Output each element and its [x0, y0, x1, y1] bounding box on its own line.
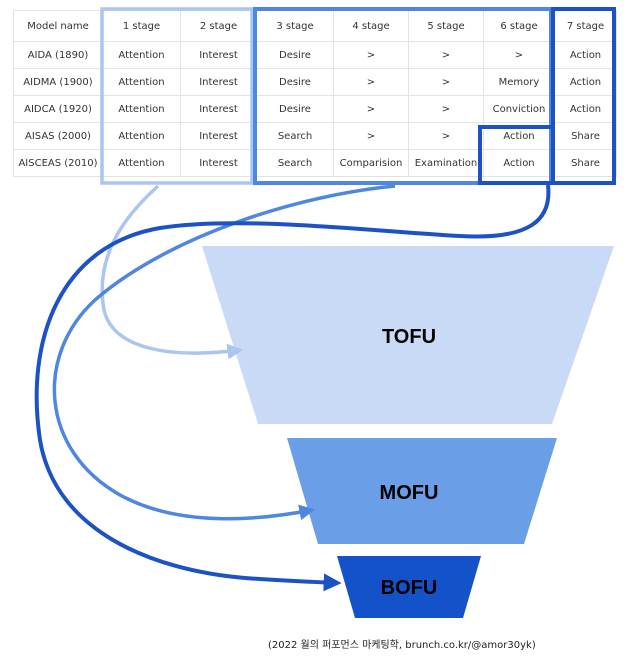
bofu-connector-arrow [34, 184, 551, 592]
table-cell: Desire [256, 68, 334, 96]
tofu-connector-arrow [100, 184, 244, 360]
action-stage-box [551, 7, 616, 185]
table-header-row: Model name 1 stage 2 stage 3 stage 4 sta… [13, 10, 617, 42]
table-cell: Interest [180, 122, 257, 150]
bofu-tier [337, 556, 481, 618]
table-cell: Attention [102, 95, 181, 123]
table-cell: Examination [408, 149, 484, 177]
table-cell: > [408, 95, 484, 123]
tofu-label: TOFU [382, 326, 436, 348]
table-row: AIDMA (1900) Attention Interest Desire >… [13, 68, 617, 96]
tofu-tier [202, 246, 614, 424]
table-cell: Action [554, 41, 617, 69]
header-stage-5: 5 stage [408, 10, 484, 42]
mofu-label: MOFU [380, 482, 439, 504]
table-cell: Attention [102, 149, 181, 177]
table-cell: Comparision [333, 149, 409, 177]
consideration-stage-box [253, 7, 553, 185]
table-cell: Interest [180, 95, 257, 123]
table-cell: > [333, 41, 409, 69]
table-cell: Search [256, 149, 334, 177]
table-cell: AIDCA (1920) [13, 95, 103, 123]
table-cell: Action [483, 149, 555, 177]
table-cell: Interest [180, 68, 257, 96]
mofu-tier [287, 438, 557, 544]
table-cell: Share [554, 122, 617, 150]
source-caption: (2022 월의 퍼포먼스 마케팅학, brunch.co.kr/@amor30… [268, 640, 536, 651]
table-cell: AIDMA (1900) [13, 68, 103, 96]
mofu-connector-arrow [52, 184, 396, 521]
table-row: AIDCA (1920) Attention Interest Desire >… [13, 95, 617, 123]
table-cell: Attention [102, 41, 181, 69]
table-cell: AISAS (2000) [13, 122, 103, 150]
table-cell: > [408, 68, 484, 96]
action-cell-box [478, 125, 555, 185]
awareness-stage-box [100, 7, 254, 185]
table-cell: AISCEAS (2010) [13, 149, 103, 177]
table-cell: Interest [180, 149, 257, 177]
table-cell: > [333, 68, 409, 96]
table-cell: Attention [102, 68, 181, 96]
bofu-label: BOFU [381, 577, 438, 599]
